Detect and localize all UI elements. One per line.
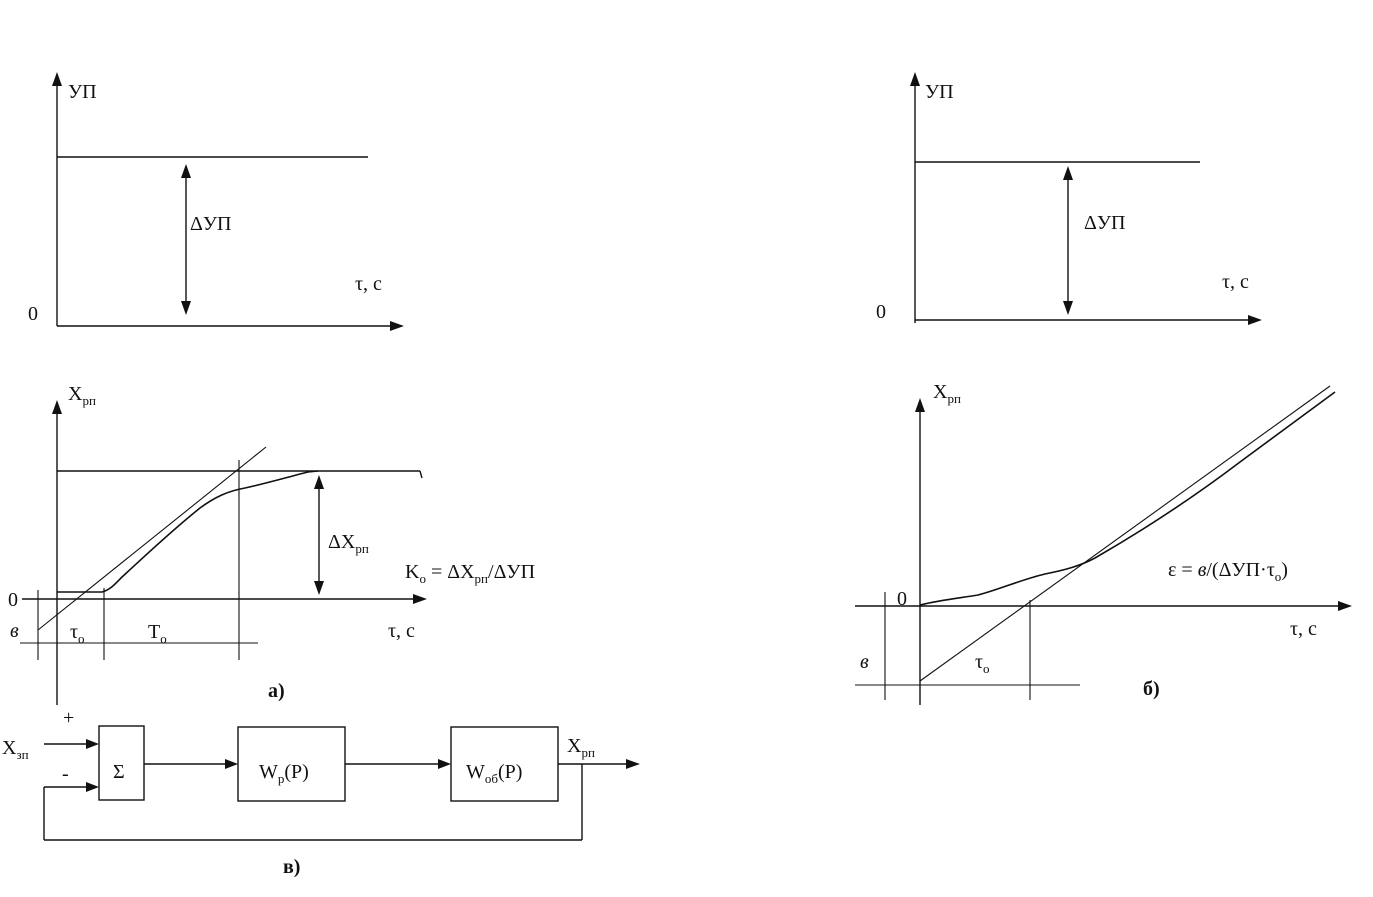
- c-sum-block: [98, 725, 145, 801]
- a-bot-origin-label: 0: [8, 589, 18, 611]
- a-bot-b-label: в: [10, 620, 19, 642]
- a-bot-tau-label: τо: [70, 621, 85, 646]
- b-top-delta-label: ΔУП: [1084, 212, 1125, 234]
- a-bot-delta-label: ΔXрп: [328, 531, 369, 556]
- a-bot-formula: Kо = ΔXрп/ΔУП: [405, 561, 535, 586]
- c-arrow-sum-wp: [225, 759, 238, 769]
- c-feedback-arrow: [86, 782, 99, 792]
- c-sum-symbol: Σ: [113, 761, 125, 783]
- a-bot-tangent-line: [37, 446, 267, 631]
- a-bot-x-label: τ, с: [388, 620, 415, 642]
- a-bot-steady-tick: [419, 470, 423, 479]
- a-bot-delta-arrow-up: [314, 475, 324, 489]
- b-top-y-arrow: [910, 72, 920, 86]
- a-bot-y-arrow: [52, 400, 62, 414]
- panel-c-caption: в): [283, 856, 300, 878]
- a-bot-T-label: Tо: [148, 621, 167, 646]
- b-bot-x-label: τ, с: [1290, 618, 1317, 640]
- a-bot-response-curve: [57, 470, 319, 593]
- b-top-x-label: τ, с: [1222, 271, 1249, 293]
- b-top-y-label: УП: [925, 81, 954, 103]
- b-bot-response-curve: [919, 391, 1336, 606]
- a-top-x-arrow: [390, 321, 404, 331]
- b-bot-b-label: в: [860, 651, 869, 673]
- b-bot-tangent-line: [919, 385, 1331, 682]
- c-input-label: Xзп: [2, 737, 29, 762]
- panel-a-top: УП ΔУП τ, с 0: [28, 72, 404, 331]
- a-top-origin-label: 0: [28, 303, 38, 325]
- c-object-label: Wоб(P): [466, 761, 522, 786]
- panel-b-caption: б): [1143, 678, 1160, 700]
- c-minus-sign: -: [62, 763, 69, 785]
- a-bot-x-arrow: [413, 594, 427, 604]
- b-top-delta-arrow-up: [1063, 166, 1073, 180]
- a-top-delta-arrow-up: [181, 164, 191, 178]
- b-bot-y-label: Xрп: [933, 381, 961, 406]
- panel-a-caption: а): [268, 680, 285, 702]
- b-top-delta-arrow-down: [1063, 301, 1073, 315]
- c-object-block: [450, 726, 559, 802]
- a-bot-delta-arrow-down: [314, 581, 324, 595]
- panel-a-bottom: Xрп ΔXрп Kо = ΔXрп/ΔУП 0 τ, с в τо Tо а): [8, 383, 535, 705]
- b-top-origin-label: 0: [876, 301, 886, 323]
- c-regulator-block: [237, 726, 346, 802]
- a-top-x-label: τ, с: [355, 273, 382, 295]
- a-top-y-label: УП: [68, 81, 97, 103]
- c-arrow-wp-wob: [438, 759, 451, 769]
- b-top-x-arrow: [1248, 315, 1262, 325]
- b-bot-origin-label: 0: [897, 588, 907, 610]
- panel-b-top: УП ΔУП τ, с 0: [876, 72, 1262, 325]
- c-input-arrow: [86, 739, 99, 749]
- c-output-label: Xрп: [567, 735, 595, 760]
- a-bot-y-label: Xрп: [68, 383, 96, 408]
- b-bot-formula: ε = в/(ΔУП·τо): [1168, 559, 1288, 584]
- panel-c-block-diagram: Xзп + - Σ Wр(P) Wоб(P) Xрп в): [2, 707, 640, 878]
- c-plus-sign: +: [63, 707, 74, 729]
- a-top-delta-arrow-down: [181, 301, 191, 315]
- a-top-delta-label: ΔУП: [190, 213, 231, 235]
- a-top-y-arrow: [52, 72, 62, 86]
- c-output-arrow: [626, 759, 640, 769]
- c-regulator-label: Wр(P): [259, 761, 309, 786]
- b-bot-y-arrow: [915, 398, 925, 412]
- panel-b-bottom: Xрп ε = в/(ΔУП·τо) 0 τ, с в τо б): [855, 381, 1352, 705]
- b-bot-x-arrow: [1338, 601, 1352, 611]
- b-bot-tau-label: τо: [975, 651, 990, 676]
